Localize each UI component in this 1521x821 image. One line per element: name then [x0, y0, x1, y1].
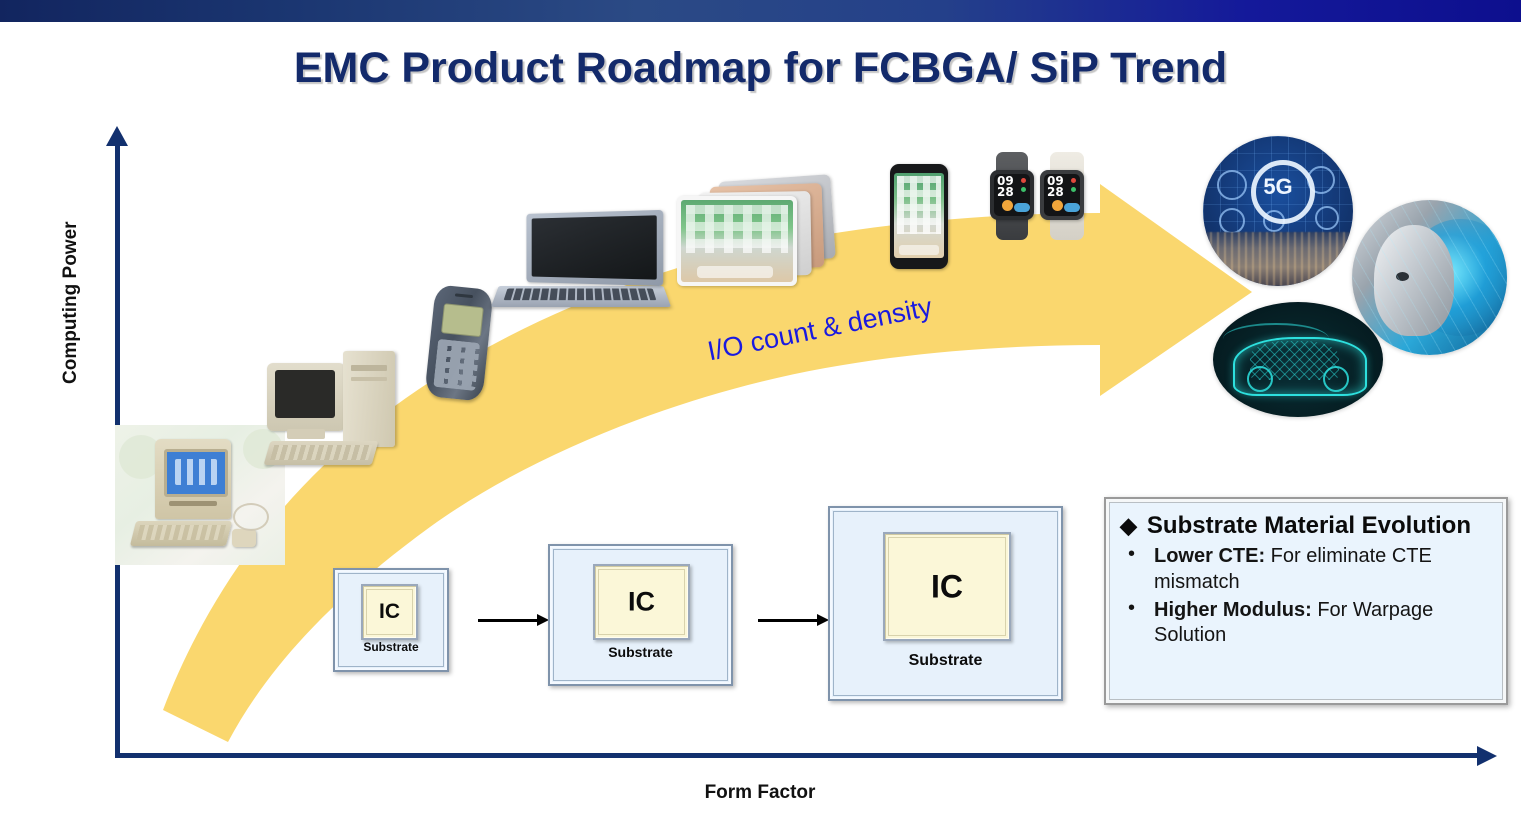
5g-label: 5G [1263, 174, 1293, 199]
watch-minute-2: 28 [1047, 185, 1064, 199]
ic-die-label: IC [931, 568, 963, 604]
ic-die-large: IC [883, 532, 1011, 641]
smartphone-photo [890, 164, 948, 269]
io-count-density-label: I/O count & density [705, 291, 935, 367]
callout-item-term: Higher Modulus: [1154, 598, 1312, 621]
y-axis-arrowhead-icon [106, 126, 128, 146]
wireframe-car-photo [1213, 302, 1383, 417]
feature-phone-photo [424, 284, 494, 402]
evolution-arrow-1-icon [478, 614, 549, 626]
package-diagram-large: IC Substrate [828, 506, 1063, 701]
callout-heading: Substrate Material Evolution [1146, 512, 1471, 539]
ic-die-small: IC [361, 584, 418, 640]
x-axis-line [115, 753, 1481, 758]
callout-item-term: Lower CTE: [1154, 545, 1266, 568]
watch-minute: 28 [997, 185, 1014, 199]
diamond-bullet-icon: ◆ [1120, 513, 1137, 538]
5g-network-photo: 5G [1203, 136, 1353, 286]
callout-item-desc: For eliminate CTE mismatch [1154, 545, 1432, 593]
tablets-photo [675, 174, 840, 288]
list-item: Lower CTE: For eliminate CTE mismatch [1120, 542, 1492, 595]
substrate-label: Substrate [363, 640, 419, 654]
ic-die-medium: IC [593, 564, 690, 640]
package-diagram-small: IC Substrate [333, 568, 449, 672]
package-diagram-medium: IC Substrate [548, 544, 733, 686]
evolution-arrow-2-icon [758, 614, 829, 626]
list-item: Higher Modulus: For Warpage Solution [1120, 596, 1492, 649]
ic-die-label: IC [379, 600, 400, 623]
callout-heading-row: ◆ Substrate Material Evolution [1120, 512, 1492, 539]
substrate-label: Substrate [908, 652, 983, 669]
substrate-material-callout: ◆ Substrate Material Evolution Lower CTE… [1104, 497, 1508, 705]
x-axis-label: Form Factor [704, 782, 816, 803]
x-axis-arrowhead-icon [1477, 746, 1497, 766]
vintage-desktop-computer-photo [115, 425, 285, 565]
ai-robot-photo [1352, 200, 1507, 355]
callout-item-desc: For Warpage Solution [1154, 598, 1434, 647]
y-axis-label: Computing Power [60, 221, 81, 384]
desktop-pc-photo [263, 345, 425, 480]
callout-list: Lower CTE: For eliminate CTE mismatch Hi… [1120, 542, 1492, 649]
page-title: EMC Product Roadmap for FCBGA/ SiP Trend [293, 44, 1228, 92]
watch-hour-2: 09 [1047, 174, 1064, 188]
top-banner [0, 0, 1521, 22]
watch-hour: 09 [997, 174, 1014, 188]
ic-die-label: IC [628, 586, 655, 617]
laptop-photo [490, 209, 672, 324]
substrate-label: Substrate [608, 644, 673, 660]
